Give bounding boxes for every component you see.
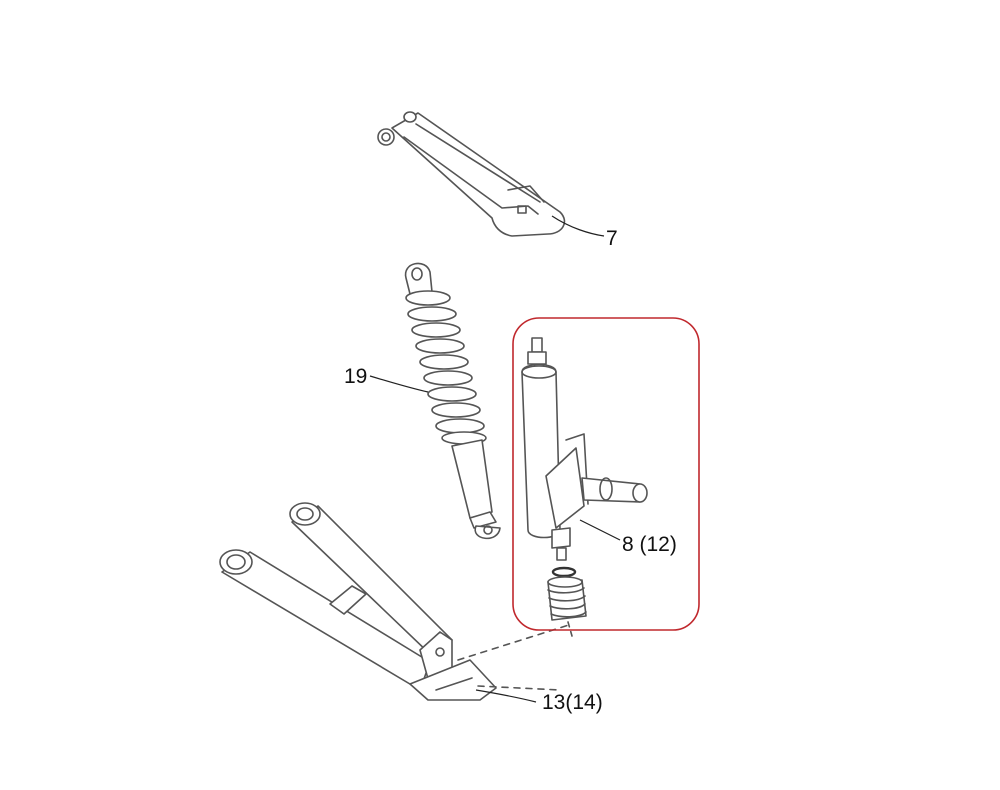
callout-lower-arm: 13(14): [542, 691, 603, 714]
coil-over-shock: [369, 262, 501, 540]
steering-knuckle: [512, 317, 700, 637]
highlight-frame: [512, 317, 700, 631]
callout-shock: 19: [344, 365, 368, 388]
lower-a-arm: [219, 502, 573, 703]
callout-upper-arm: 7: [606, 227, 618, 250]
callout-knuckle: 8 (12): [622, 533, 677, 556]
upper-a-arm: [377, 111, 605, 237]
seal-ring: [551, 566, 577, 578]
